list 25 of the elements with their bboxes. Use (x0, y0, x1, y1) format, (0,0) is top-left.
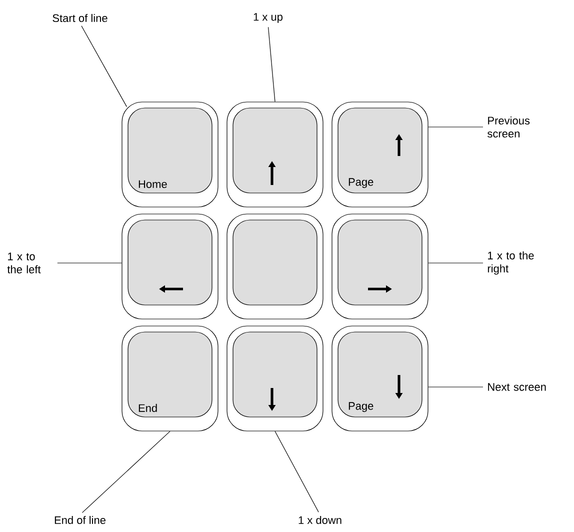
callout-text: 1 x to the left (7, 252, 41, 274)
key: Page (332, 326, 428, 432)
key: Home (122, 102, 218, 208)
key (122, 214, 218, 320)
key: Page (332, 102, 428, 208)
leader-line (428, 126, 484, 128)
key (226, 102, 324, 208)
leader-line (268, 26, 276, 102)
leader-line (81, 26, 127, 107)
leader-line (428, 386, 484, 388)
callout-text: 1 x up (254, 13, 282, 23)
leader-line (274, 431, 319, 512)
callout-text: Next screen (488, 383, 546, 391)
callout-text: Start of line (52, 14, 108, 22)
key (332, 214, 428, 320)
callout-text: 1 x down (298, 516, 342, 524)
key (226, 326, 324, 432)
callout-text: 1 x to the right (488, 251, 534, 275)
key: End (122, 326, 218, 432)
leader-line (82, 431, 170, 513)
callout-text: End of line (54, 516, 106, 524)
key (226, 214, 324, 320)
leader-line (57, 262, 122, 264)
leader-line (428, 262, 484, 264)
callout-text: Previous screen (488, 116, 530, 138)
